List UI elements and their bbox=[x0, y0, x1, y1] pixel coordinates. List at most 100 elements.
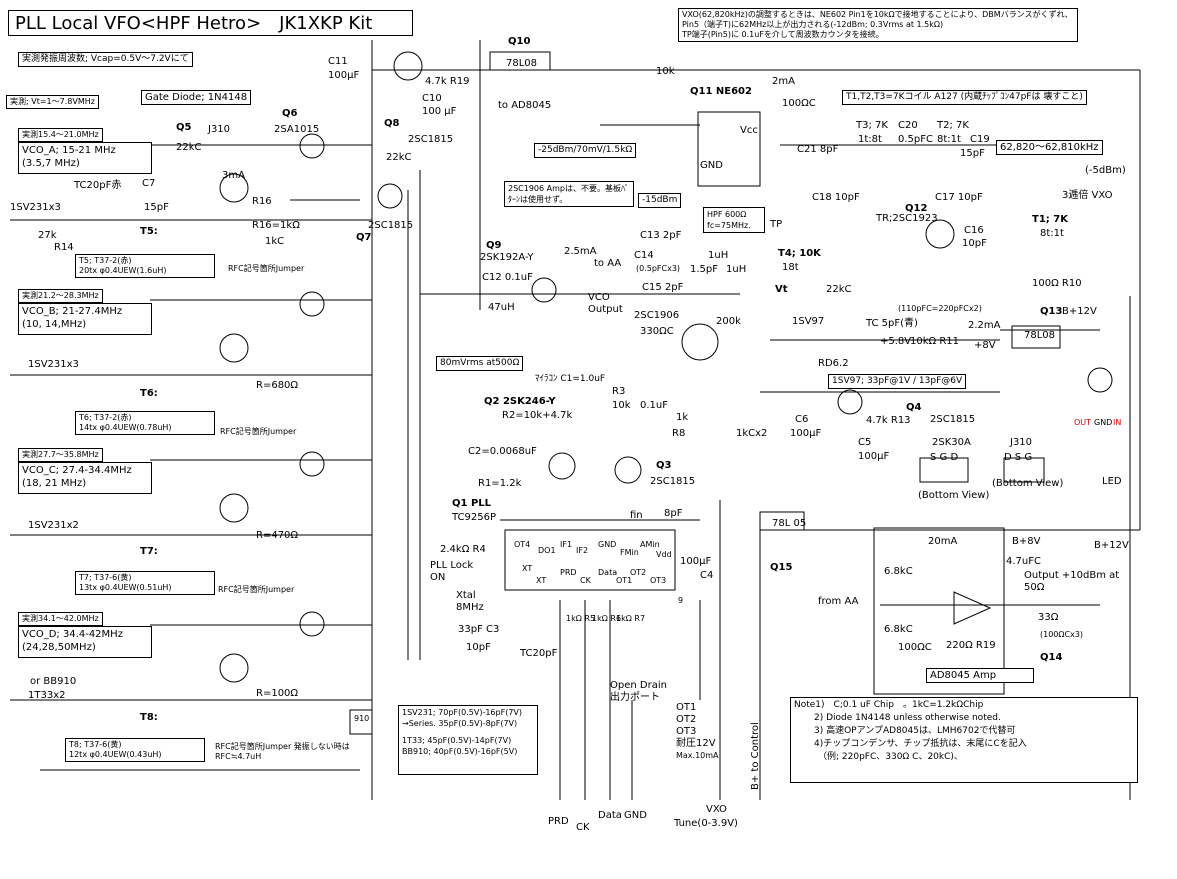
note-3: 3) 高速OPアンプAD8045は、LMH6702で代替可 bbox=[814, 726, 1016, 736]
q5-d-transistor bbox=[219, 653, 249, 683]
p8v-label: +8V bbox=[974, 340, 996, 351]
opamp-symbol bbox=[953, 591, 992, 625]
pin-prd: PRD bbox=[560, 568, 577, 577]
vco-level-note: 80mVrms at500Ω bbox=[436, 356, 524, 371]
tune-label: Tune(0-3.9V) bbox=[674, 818, 738, 829]
pin-fmin: FMin bbox=[620, 548, 639, 557]
uf47-label: 4.7uFC bbox=[1006, 556, 1041, 567]
sv97-label: 1SV97 bbox=[792, 316, 825, 327]
q8-transistor bbox=[393, 51, 423, 81]
r33b-label: (100ΩCx3) bbox=[1040, 630, 1084, 639]
vco-a-tr: T5: bbox=[140, 226, 158, 237]
prd-label: PRD bbox=[548, 816, 569, 827]
r16-label: R16 bbox=[252, 196, 272, 207]
sv231c-label: 1SV231x2 bbox=[28, 520, 79, 531]
vco-d-jumper: RFC記号箇所Jumper 発振しない時はRFC≒4.7uH bbox=[215, 742, 350, 761]
pin-ot3: OT3 bbox=[650, 576, 667, 585]
r330-label: 330ΩC bbox=[640, 326, 674, 337]
i910-label: 910 bbox=[354, 714, 370, 723]
c4-value: 100μF bbox=[680, 556, 712, 567]
out-pin-label: OUT bbox=[1074, 418, 1092, 427]
ne602-ic bbox=[697, 111, 761, 187]
dsg-label: D S G bbox=[1004, 452, 1033, 463]
c20-value: 0.5pFC bbox=[898, 134, 933, 145]
r22k-a: 22kC bbox=[176, 142, 202, 153]
vco-d-sub: (24,28,50MHz) bbox=[22, 642, 96, 653]
ma22-label: 2.2mA bbox=[968, 320, 1001, 331]
q3-label: Q3 bbox=[656, 460, 672, 471]
q1-label: Q1 PLL bbox=[452, 498, 492, 509]
c6-value: 100μF bbox=[790, 428, 822, 439]
r2-label: R2=10k+4.7k bbox=[502, 410, 573, 421]
c15-label: C15 2pF bbox=[642, 282, 684, 293]
vt-note: 実測; Vt=1〜7.8VMHz bbox=[6, 95, 99, 109]
b12-label: B+12V bbox=[1062, 306, 1097, 317]
c14-value: (0.5pFCx3) bbox=[636, 264, 681, 273]
k200-label: 200k bbox=[716, 316, 741, 327]
r27k-a: 27k bbox=[38, 230, 57, 241]
schematic-title: PLL Local VFO<HPF Hetro> JK1XKP Kit bbox=[8, 10, 413, 36]
q9-label: Q9 bbox=[486, 240, 502, 251]
sv97-note: 1SV97; 33pF@1V / 13pF@6V bbox=[828, 374, 967, 389]
r19-label: 4.7k R19 bbox=[425, 76, 470, 87]
q5-label-a: Q5 bbox=[176, 122, 192, 133]
varicap-notes-box: 1SV231; 70pF(0.5V)-16pF(7V) →Series. 35p… bbox=[398, 705, 538, 775]
vco-b-tr: T6: bbox=[140, 388, 158, 399]
parts bbox=[219, 51, 1113, 735]
tc5-label: TC 5pF(青) bbox=[866, 318, 918, 329]
note-1: Note1) C;0.1 uF Chip 。1kC=1.2kΩChip bbox=[794, 700, 984, 710]
c12-label: C12 0.1uF bbox=[482, 272, 533, 283]
q9-transistor bbox=[531, 277, 557, 303]
vco-c-coil-box: T7; T37-6(黄) 13tx φ0.4UEW(0.51uH) bbox=[75, 571, 215, 595]
ma2-label: 2mA bbox=[772, 76, 795, 87]
note-2: 2) Diode 1N4148 unless otherwise noted. bbox=[814, 713, 1001, 723]
vco-a-coil-box: T5; T37-2(赤) 20tx φ0.4UEW(1.6uH) bbox=[75, 254, 215, 278]
i910-outline bbox=[349, 709, 373, 735]
q6-label-a: Q6 bbox=[282, 108, 298, 119]
b-control-label: B+ to Control bbox=[750, 722, 761, 790]
pin-vdd: Vdd bbox=[656, 550, 672, 559]
q12-transistor bbox=[925, 219, 955, 249]
sv231b-label: 1SV231x3 bbox=[28, 359, 79, 370]
c14-label: C14 bbox=[634, 250, 654, 261]
uh47-label: 47uH bbox=[488, 302, 515, 313]
q6-a-transistor bbox=[299, 133, 325, 159]
amp-note: 2SC1906 Ampは、不要。基板ﾊﾟﾀｰﾝは使用せず。 bbox=[504, 181, 634, 207]
q1-type: TC9256P bbox=[452, 512, 496, 523]
r100c2-label: 100ΩC bbox=[898, 642, 932, 653]
c11-label: C11 bbox=[328, 56, 348, 67]
uh1-label: 1uH bbox=[708, 250, 729, 261]
c4-label: C4 bbox=[700, 570, 714, 581]
ot1-label: OT1 bbox=[676, 702, 697, 713]
t1-label: T1; 7K bbox=[1032, 214, 1068, 225]
r10k-label: 10k bbox=[656, 66, 675, 77]
from-aa-label: from AA bbox=[818, 596, 859, 607]
c10-value: 100 μF bbox=[422, 106, 457, 117]
or-bb910-label: or BB910 bbox=[30, 676, 77, 687]
freq-range-note: 62,820〜62,810kHz bbox=[996, 140, 1103, 155]
c20-label: C20 bbox=[898, 120, 918, 131]
c18-label: C18 10pF bbox=[812, 192, 860, 203]
c11-value: 100μF bbox=[328, 70, 360, 81]
tc20-a: TC20pF赤 bbox=[74, 180, 122, 191]
level-note-2: -15dBm bbox=[638, 193, 682, 208]
r100c-label: 100ΩC bbox=[782, 98, 816, 109]
tp-label: TP bbox=[770, 219, 783, 230]
sc1906-label: 2SC1906 bbox=[634, 310, 680, 321]
l78l08-label: 78L08 bbox=[506, 58, 538, 69]
p8-label: 8pF bbox=[664, 508, 683, 519]
wires bbox=[10, 40, 1141, 800]
vco-b-coil-box: T6; T37-2(赤) 14tx φ0.4UEW(0.78uH) bbox=[75, 411, 215, 435]
r1k-label: 1k bbox=[676, 412, 689, 423]
r3-label: R3 bbox=[612, 386, 626, 397]
p10-label: 10pF bbox=[466, 642, 491, 653]
r1-label: R1=1.2k bbox=[478, 478, 522, 489]
r4-label: 2.4kΩ R4 bbox=[440, 544, 486, 555]
l78l05-label: 78L 05 bbox=[772, 518, 807, 529]
vxo-note-text-2: TP端子(Pin5)に 0.1uFを介して周波数カウンタを接続。 bbox=[682, 30, 884, 39]
ma10-label: Max.10mA bbox=[676, 751, 719, 760]
pin-xt: XT bbox=[522, 564, 533, 573]
q8-label: Q8 bbox=[384, 118, 400, 129]
r1kc-a: 1kC bbox=[265, 236, 285, 247]
r8b-label: R8 bbox=[672, 428, 686, 439]
